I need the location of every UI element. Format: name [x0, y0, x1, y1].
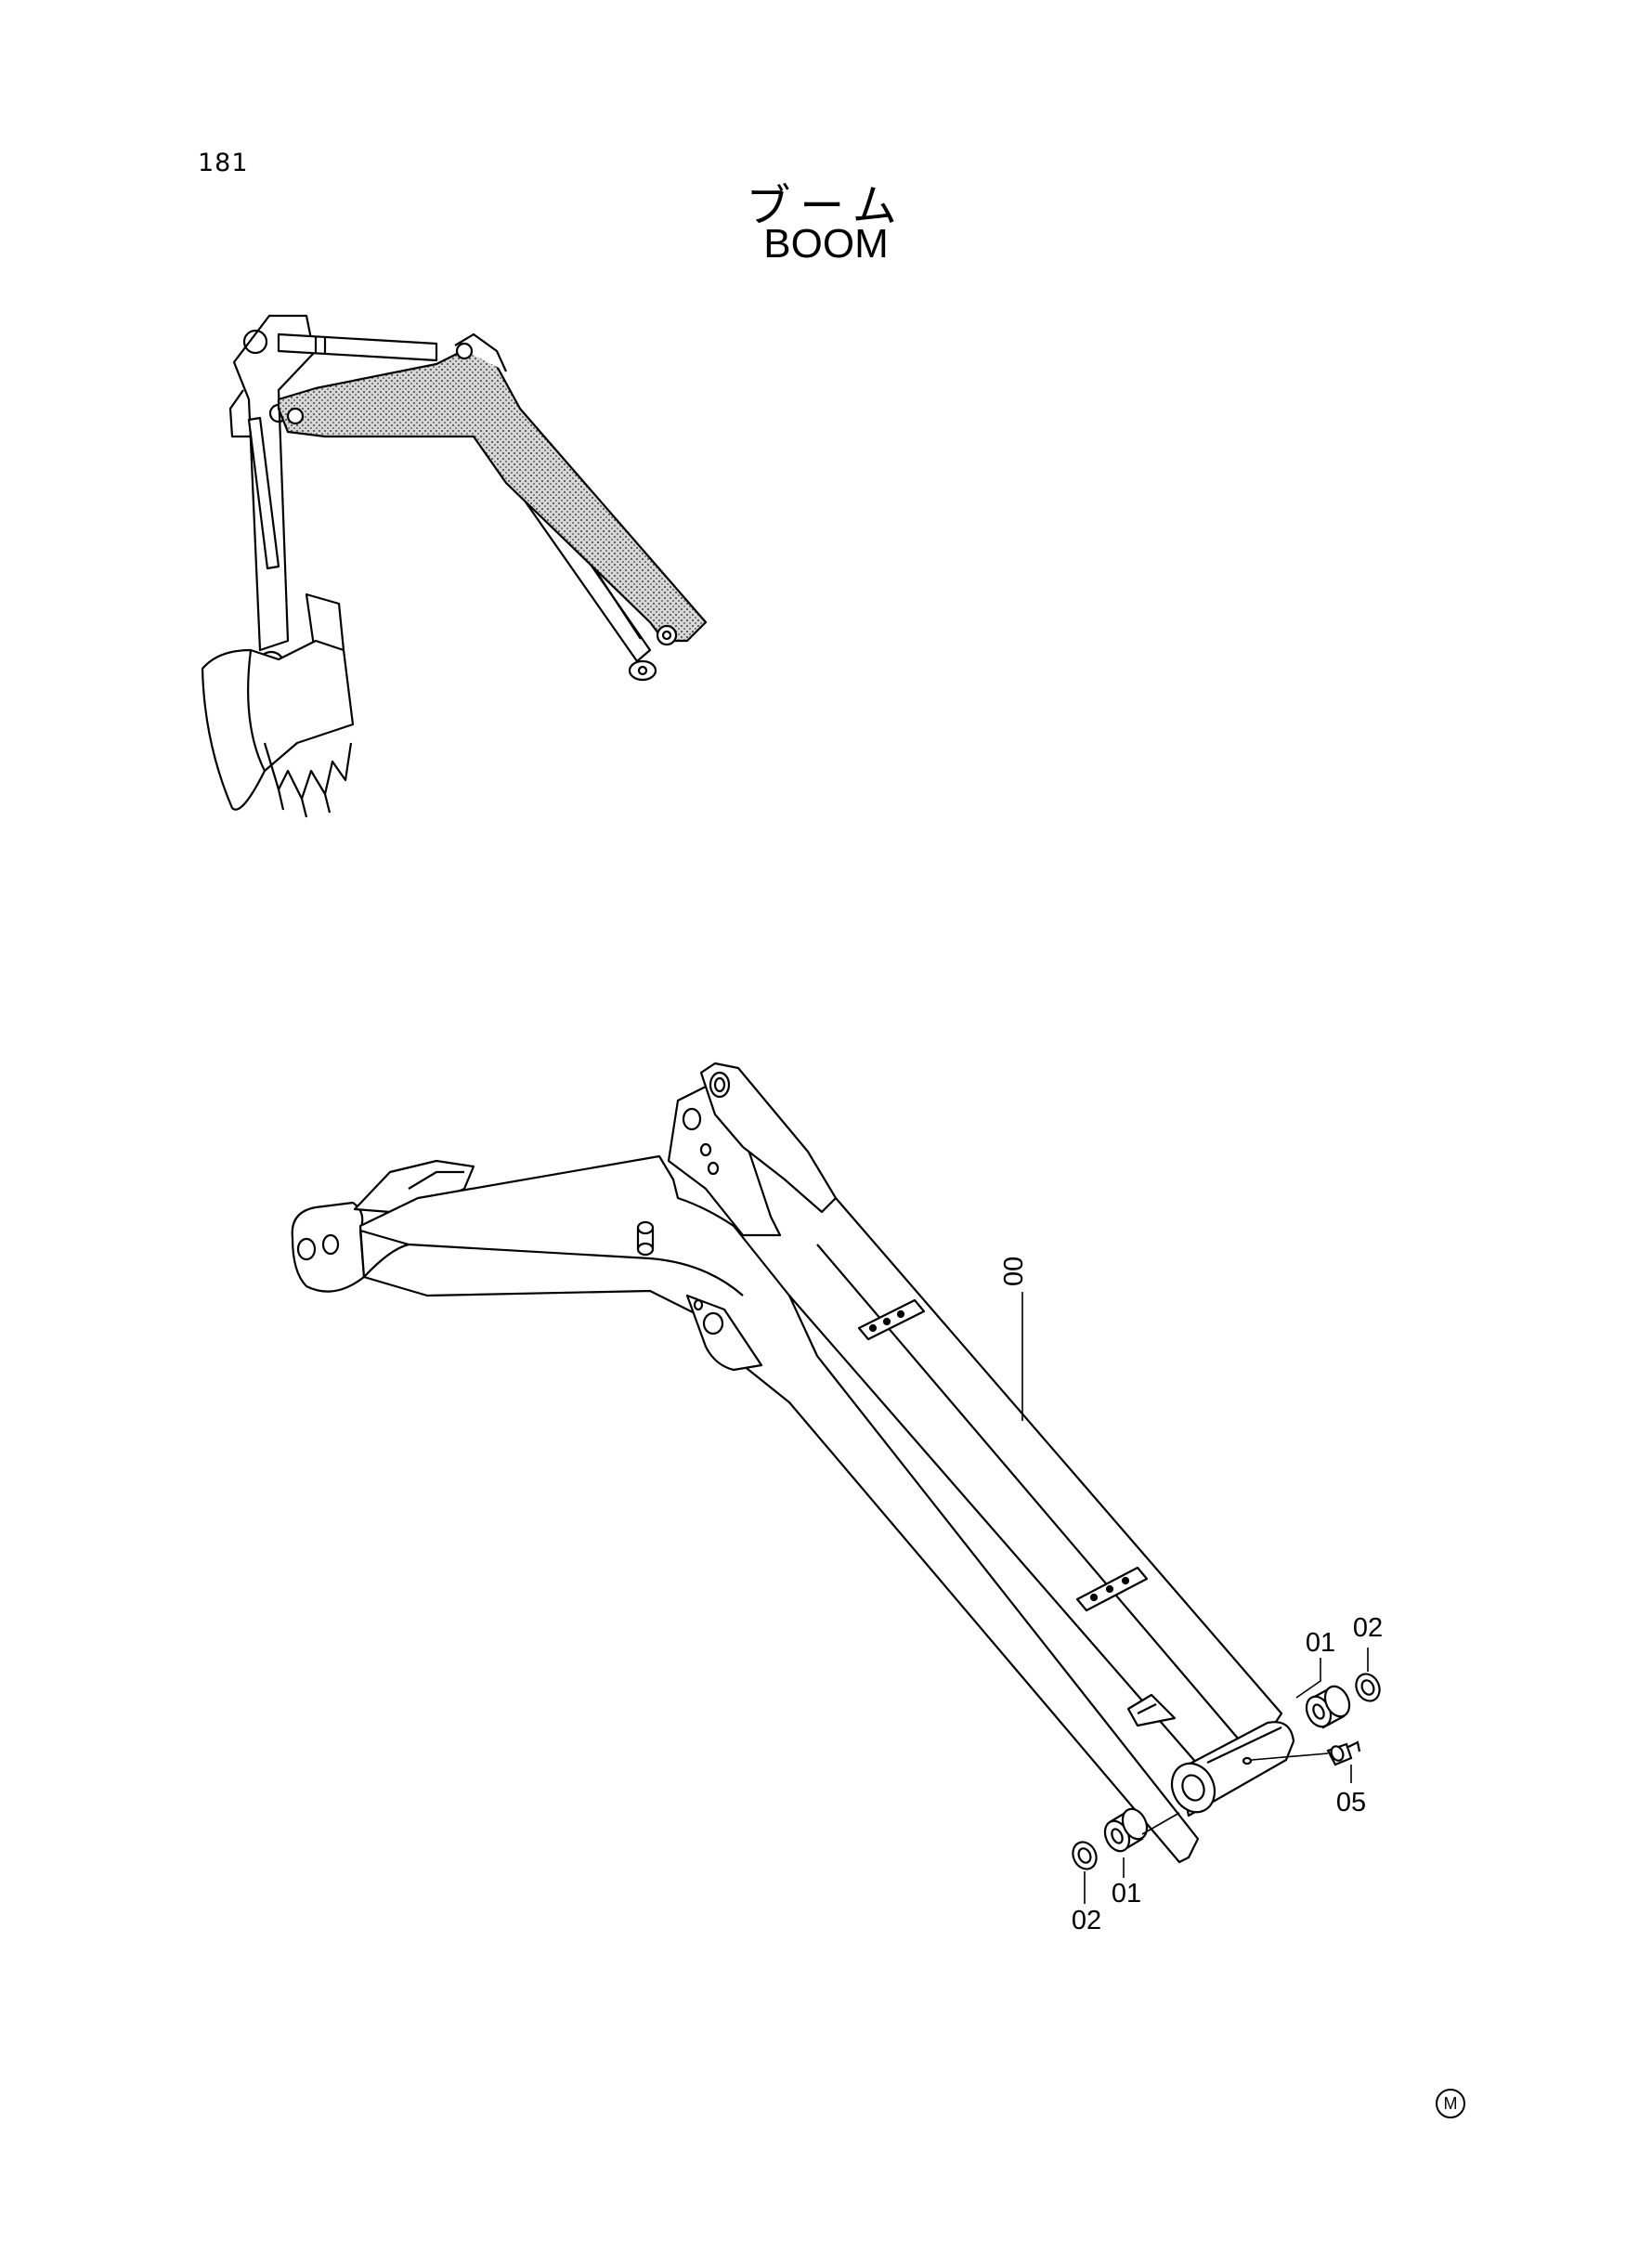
- grease-fitting: [1326, 1740, 1361, 1766]
- callout-boom: 00: [999, 1257, 1029, 1286]
- bucket: [201, 639, 355, 811]
- bushing-upper: [1305, 1685, 1351, 1729]
- washer-lower: [1072, 1841, 1098, 1870]
- callout-grease-fitting: 05: [1336, 1788, 1366, 1818]
- bushing-lower: [1103, 1807, 1149, 1853]
- callout-washer-upper: 02: [1353, 1613, 1383, 1643]
- arm-cylinder: [277, 332, 438, 362]
- callout-washer-lower: 02: [1072, 1906, 1101, 1935]
- title-english: BOOM: [763, 221, 889, 267]
- callout-bushing-upper: 01: [1306, 1628, 1335, 1658]
- loose-parts: [1072, 1673, 1381, 1870]
- washer-upper: [1355, 1673, 1381, 1702]
- arm: [232, 314, 316, 652]
- callout-labels: 00 01 02 05 01 02: [999, 1257, 1383, 1935]
- boom-foot-hole: [296, 1237, 317, 1261]
- boom-upper-body: [358, 1154, 1200, 1864]
- boom-highlight: [277, 344, 708, 643]
- leader-lines: [1021, 1292, 1369, 1904]
- overview-illustration: [201, 314, 708, 818]
- boom-head-boss: [1170, 1762, 1216, 1814]
- corner-mark: M: [1436, 2089, 1465, 2118]
- page-number: 181: [198, 149, 249, 177]
- title-japanese: ブーム: [746, 180, 906, 232]
- boom-main: [291, 1062, 1295, 1864]
- callout-bushing-lower: 01: [1112, 1879, 1141, 1909]
